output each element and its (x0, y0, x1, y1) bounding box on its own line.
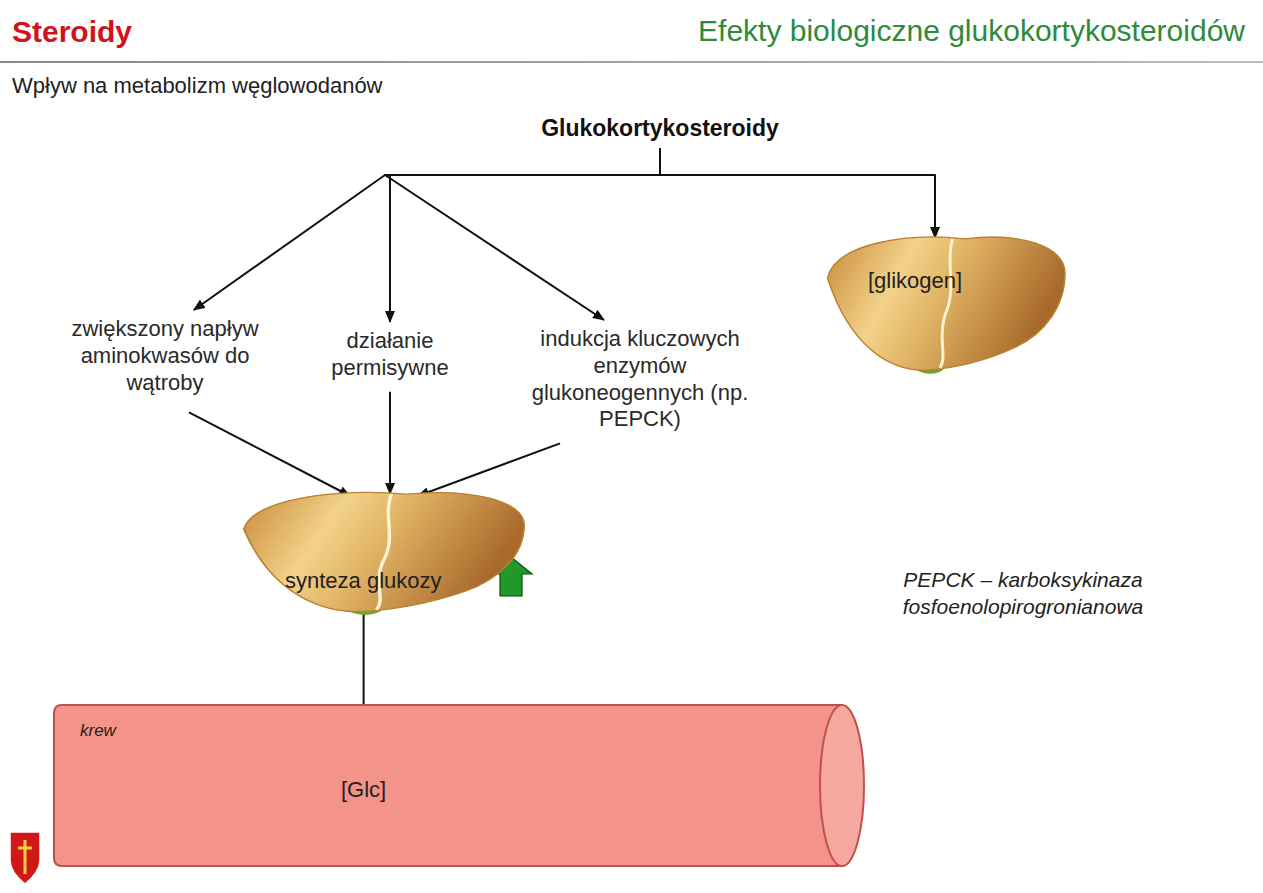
liver-outline (828, 237, 1066, 370)
liver-shape (820, 232, 1070, 375)
blood-vessel: krew [Glc] (52, 703, 867, 868)
subtitle: Wpływ na metabolizm węglowodanów (12, 72, 383, 101)
concentration-label: [Glc] (337, 775, 390, 806)
node-text: działanie permisywne (319, 328, 461, 382)
node-text: indukcja kluczowych enzymów glukoneogenn… (524, 326, 756, 433)
liver-organ: [glikogen] (820, 232, 1070, 375)
section-title: Steroidy (12, 12, 132, 51)
node-text: synteza glukozy (285, 568, 442, 595)
university-logo (10, 832, 40, 884)
node-text: Glukokortykosteroidy (534, 114, 786, 142)
node-text: [glikogen] (868, 268, 962, 295)
vessel-shape (52, 703, 867, 868)
node-text: zwiększony napływ aminokwasów do wątroby (49, 316, 281, 396)
logo-shield (10, 832, 40, 884)
effect-box: indukcja kluczowych enzymów glukoneogenn… (520, 324, 760, 435)
arrow-connector (389, 392, 391, 494)
arrow-connector (189, 412, 350, 496)
arrow-connector (418, 443, 560, 496)
liver-outline (244, 492, 524, 611)
arrow-connector (385, 148, 660, 320)
arrow-connector (194, 148, 660, 310)
slide-title: Efekty biologiczne glukokortykosteroidów (698, 14, 1245, 48)
vessel-label: krew (80, 721, 116, 742)
vessel-body (54, 705, 842, 866)
effect-box: zwiększony napływ aminokwasów do wątroby (45, 314, 285, 398)
arrow-connector (660, 148, 935, 238)
liver-shape (235, 488, 530, 616)
abbreviation-note: PEPCK – karboksykinaza fosfoenolopirogro… (868, 566, 1178, 621)
effect-box: działanie permisywne (315, 326, 465, 384)
liver-organ: synteza glukozy (235, 488, 530, 616)
node-text: [Glc] (341, 777, 386, 804)
logo-emblem (18, 840, 32, 874)
liver-lobe-line (940, 239, 953, 368)
header-rule (0, 61, 1263, 63)
vessel-opening (820, 705, 864, 866)
hormone-heading: Glukokortykosteroidy (530, 112, 790, 144)
